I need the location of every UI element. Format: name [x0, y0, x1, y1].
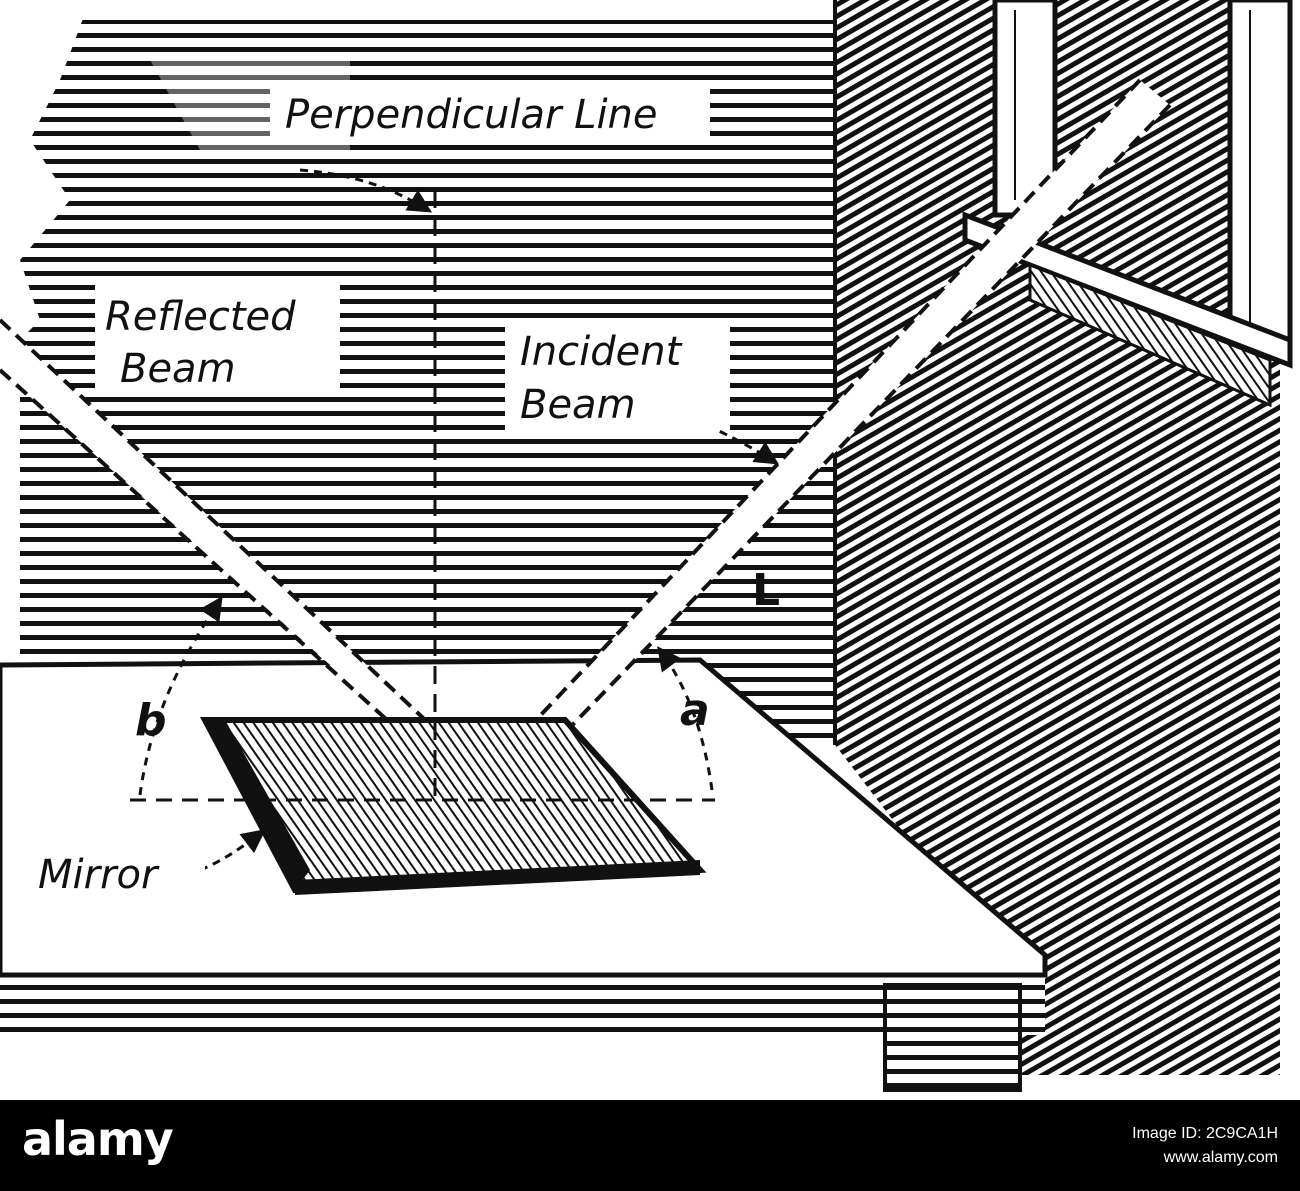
- watermark-bar: alamy Image ID: 2C9CA1H www.alamy.com: [0, 1100, 1300, 1191]
- image-id-block: Image ID: 2C9CA1H www.alamy.com: [1132, 1122, 1278, 1170]
- angle-a-arrow: [657, 646, 714, 791]
- alamy-logo: alamy: [22, 1112, 174, 1166]
- incident-beam: [468, 78, 1172, 797]
- reflection-diagram: Perpendicular Line Reflected Beam Incide…: [0, 0, 1293, 1092]
- perpendicular-line-label: Perpendicular Line: [285, 92, 658, 138]
- incident-beam-label-line1: Incident: [520, 329, 683, 375]
- angle-a-label: a: [680, 685, 710, 736]
- mirror-pointer: [199, 829, 266, 872]
- side-wall: [833, 0, 1280, 1075]
- angle-b-arrow: [138, 596, 223, 796]
- incident-beam-label-line2: Beam: [520, 382, 636, 428]
- window: [962, 0, 1293, 408]
- site-url-text: www.alamy.com: [1163, 1149, 1278, 1166]
- image-id-text: Image ID: 2C9CA1H: [1132, 1125, 1278, 1142]
- point-l-label: L: [752, 565, 780, 616]
- reflected-beam-label-line1: Reflected: [105, 294, 296, 340]
- perpendicular-pointer: [299, 168, 433, 213]
- mirror-label: Mirror: [38, 852, 160, 898]
- reflected-beam-label-line2: Beam: [120, 346, 236, 392]
- angle-b-label: b: [135, 695, 167, 746]
